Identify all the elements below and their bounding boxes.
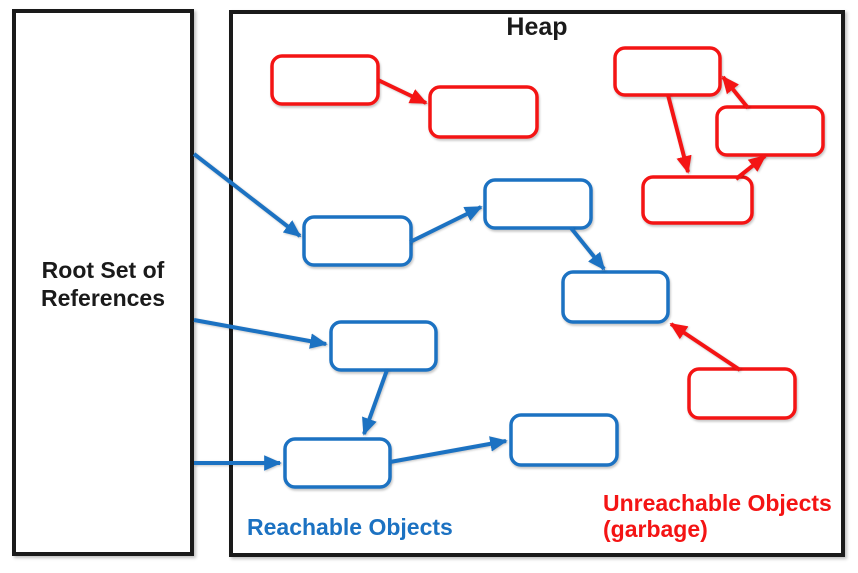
root-set-box — [12, 9, 194, 556]
root-set-label: Root Set of References — [40, 257, 166, 311]
unreachable-objects-label: Unreachable Objects (garbage) — [603, 490, 832, 542]
heap-box — [229, 10, 845, 557]
heap-title: Heap — [506, 13, 568, 41]
reachable-objects-label: Reachable Objects — [247, 514, 453, 540]
